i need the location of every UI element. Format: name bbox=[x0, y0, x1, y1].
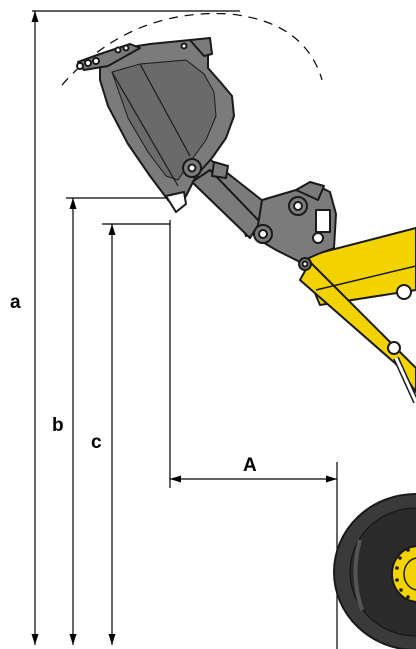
dimension-label-c: c bbox=[91, 432, 102, 453]
bucket bbox=[76, 37, 235, 213]
dimension-lines bbox=[32, 10, 338, 649]
dimension-label-a: a bbox=[10, 292, 21, 313]
front-wheel bbox=[333, 493, 416, 649]
dimension-label-b: b bbox=[52, 415, 64, 436]
dimension-label-A: A bbox=[243, 455, 257, 476]
dimension-arrowheads bbox=[31, 11, 337, 645]
bucket-swing-arc bbox=[61, 12, 323, 86]
lift-arm bbox=[299, 227, 416, 404]
